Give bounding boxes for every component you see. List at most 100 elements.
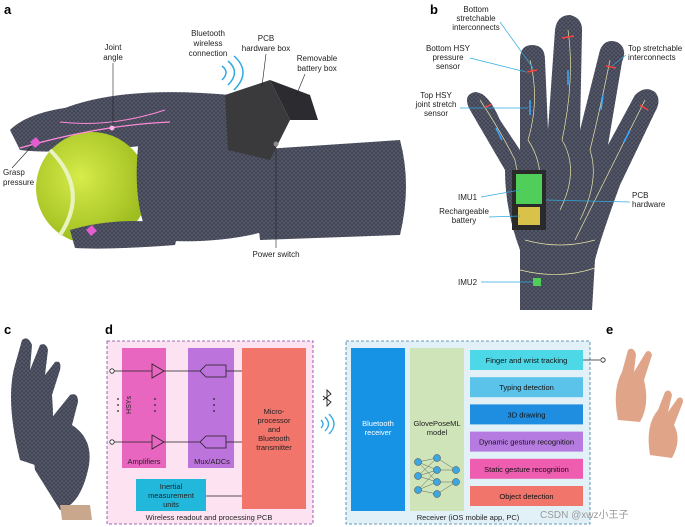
leader-bottom-stretch	[499, 21, 534, 69]
grasp-pressure-sensor-thumb	[86, 225, 97, 236]
label-pcb-hw-1: PCB	[632, 191, 648, 200]
task-label: 3D drawing	[508, 410, 546, 419]
stretchable-interconnect	[519, 239, 596, 275]
label-battery-1: Rechargeable	[439, 207, 489, 216]
label-imu2: IMU2	[458, 278, 478, 287]
glove-top-view	[466, 15, 659, 310]
panel-d: d HSYs Amplifiers	[105, 322, 606, 525]
bottom-hsy-sensor	[639, 104, 649, 111]
leader-imu1	[480, 189, 521, 198]
label-pcb-hw-2: hardware	[632, 200, 666, 209]
task-box	[470, 404, 583, 425]
leader-pcb-box	[261, 53, 267, 87]
ellipsis-dot	[213, 404, 215, 406]
ellipsis-dot	[154, 404, 156, 406]
label-pcb-box-1: PCB	[258, 34, 274, 43]
label-micro-1: Micro-	[264, 407, 285, 416]
label-micro-3: and	[268, 425, 281, 434]
label-bottom-hsy-3: sensor	[436, 62, 460, 71]
task-label: Typing detection	[499, 383, 554, 392]
bluetooth-wave-icon	[233, 55, 244, 91]
panel-b-letter: b	[430, 2, 438, 17]
ellipsis-dot	[213, 410, 215, 412]
neural-network-icon	[414, 454, 460, 498]
task-box	[470, 486, 583, 506]
label-bottom-stretch-1: Bottom	[463, 5, 489, 14]
amplifier-symbol	[151, 434, 165, 450]
leader-battery-box	[295, 73, 306, 97]
label-bt-receiver-1: Bluetooth	[362, 419, 394, 428]
watermark: CSDN @xwz小王子	[540, 509, 629, 521]
label-imu-2: measurement	[148, 491, 195, 500]
label-power-switch: Power switch	[252, 250, 299, 259]
output-terminal	[600, 357, 606, 363]
ellipsis-dot	[213, 398, 215, 400]
leader-grasp	[11, 145, 33, 169]
label-top-stretch-1: Top stretchable	[628, 44, 683, 53]
bluetooth-wave-icon	[320, 419, 324, 429]
ellipsis-dot	[154, 398, 156, 400]
top-hsy-sensor	[600, 94, 604, 111]
tennis-ball-seam	[48, 148, 75, 237]
label-model-1: GlovePoseML	[413, 419, 460, 428]
label-bottom-hsy-1: Bottom HSY	[426, 44, 471, 53]
label-bt-receiver-2: receiver	[365, 428, 392, 437]
bottom-hsy-sensor	[526, 69, 538, 73]
panel-a: a Joint angle Bluetooth wireless	[3, 2, 406, 259]
label-top-hsy-2: joint stretch	[415, 100, 457, 109]
label-micro-2: processor	[258, 416, 291, 425]
bluetooth-wave-icon	[324, 416, 330, 432]
amplifier-symbol	[151, 363, 165, 379]
label-micro-5: transmitter	[256, 443, 292, 452]
joint-angle-arc	[59, 109, 166, 124]
top-hsy-sensor	[495, 127, 503, 141]
pcb-hardware-box	[225, 80, 290, 160]
label-amplifiers: Amplifiers	[128, 457, 161, 466]
bottom-hsy-sensor	[561, 35, 575, 39]
microprocessor-block	[242, 348, 306, 509]
ellipsis-dot	[117, 404, 119, 406]
joint-angle-dot	[109, 125, 115, 131]
task-box	[470, 377, 583, 398]
glove-middle-finger	[60, 92, 238, 118]
task-box	[470, 458, 583, 479]
task-label: Dynamic gesture recognition	[479, 438, 574, 447]
bluetooth-wave-icon	[221, 65, 227, 81]
panel-b: b Bottom stretchable	[415, 2, 684, 316]
label-model-2: model	[427, 428, 448, 437]
label-battery-box-1: Removable	[297, 54, 338, 63]
bluetooth-receiver-block	[351, 348, 405, 511]
mux-adcs-block	[188, 348, 234, 468]
label-joint-angle-2: angle	[103, 53, 123, 62]
label-imu1: IMU1	[458, 193, 478, 202]
stretchable-interconnect	[559, 29, 571, 211]
label-joint-angle-1: Joint	[105, 43, 123, 52]
label-micro-4: Bluetooth	[258, 434, 290, 443]
panel-d-letter: d	[105, 322, 113, 337]
imu2-chip	[533, 278, 541, 286]
panel-e: e	[606, 322, 683, 458]
ellipsis-dot	[117, 410, 119, 412]
bottom-hsy-sensor	[605, 65, 617, 69]
task-box	[470, 350, 583, 370]
panel-c-letter: c	[4, 322, 11, 337]
leader-bottom-hsy	[469, 57, 527, 73]
glove-forearm	[250, 140, 406, 240]
imu1-chip	[516, 174, 542, 204]
label-battery-2: battery	[452, 216, 476, 225]
label-grasp-2: pressure	[3, 178, 35, 187]
task-label: Static gesture recognition	[484, 465, 569, 474]
label-battery-box-2: battery box	[297, 64, 337, 73]
glove-thumb	[70, 221, 180, 249]
virtual-hand-2	[648, 390, 683, 458]
task-label: Finger and wrist tracking	[486, 356, 568, 365]
label-mux: Mux/ADCs	[194, 457, 230, 466]
bottom-hsy-sensor	[483, 103, 493, 109]
virtual-hand-1	[615, 348, 652, 422]
input-terminal	[109, 368, 115, 374]
label-bottom-stretch-2: stretchable	[456, 14, 496, 23]
label-hsys: HSYs	[126, 396, 133, 414]
power-switch-button	[273, 141, 279, 147]
